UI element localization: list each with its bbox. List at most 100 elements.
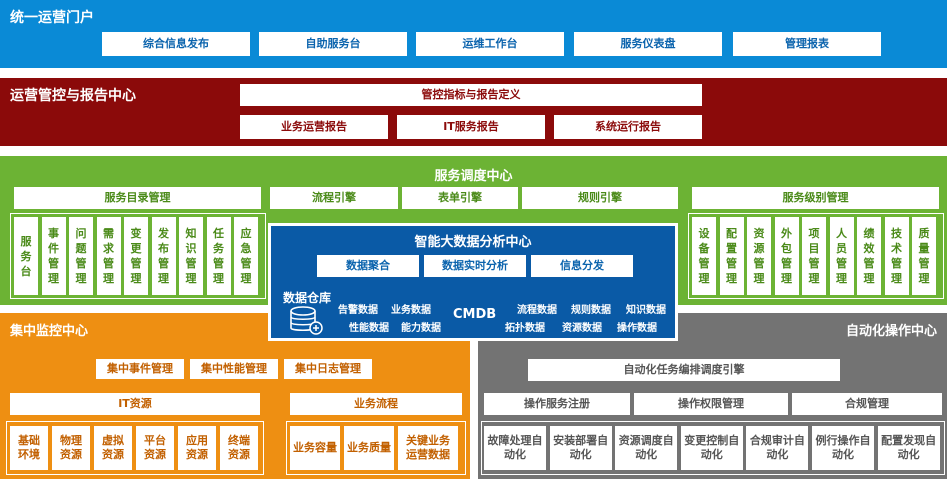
it-resource-item-3[interactable]: 平台资源 bbox=[136, 426, 174, 470]
monitor-event-mgmt[interactable]: 集中事件管理 bbox=[96, 359, 184, 379]
catalog-item-1[interactable]: 事件管理 bbox=[41, 217, 66, 295]
catalog-item-label: 应急管理 bbox=[240, 227, 252, 285]
bigdata-title: 智能大数据分析中心 bbox=[414, 235, 532, 250]
data-process: 流程数据 bbox=[517, 305, 557, 316]
bigdata-realtime[interactable]: 数据实时分析 bbox=[424, 255, 526, 277]
data-performance: 性能数据 bbox=[349, 323, 389, 334]
monitor-band: 集中监控中心 集中事件管理 集中性能管理 集中日志管理 IT资源 业务流程 基础… bbox=[0, 313, 470, 479]
catalog-item-2[interactable]: 问题管理 bbox=[69, 217, 93, 295]
it-resource-item-2[interactable]: 虚拟资源 bbox=[94, 426, 132, 470]
it-resource-item-1[interactable]: 物理资源 bbox=[52, 426, 90, 470]
automation-item-2[interactable]: 资源调度自动化 bbox=[615, 426, 678, 470]
catalog-item-7[interactable]: 任务管理 bbox=[206, 217, 231, 295]
portal-band: 统一运营门户 综合信息发布 自助服务台 运维工作台 服务仪表盘 管理报表 bbox=[0, 0, 947, 68]
engine-rule[interactable]: 规则引擎 bbox=[522, 187, 678, 209]
portal-item-news[interactable]: 综合信息发布 bbox=[102, 32, 250, 56]
catalog-item-label: 问题管理 bbox=[75, 227, 87, 285]
sla-item-label: 质量管理 bbox=[918, 227, 930, 285]
automation-compliance[interactable]: 合规管理 bbox=[792, 393, 942, 415]
report-title: 运营管控与报告中心 bbox=[10, 88, 136, 104]
catalog-item-label: 事件管理 bbox=[48, 227, 59, 285]
engine-form[interactable]: 表单引擎 bbox=[402, 187, 518, 209]
monitor-title: 集中监控中心 bbox=[10, 324, 89, 339]
automation-item-4[interactable]: 合规审计自动化 bbox=[746, 426, 809, 470]
warehouse-label: 数据仓库 bbox=[283, 291, 332, 305]
report-system[interactable]: 系统运行报告 bbox=[554, 115, 702, 139]
catalog-item-6[interactable]: 知识管理 bbox=[179, 217, 203, 295]
automation-engine[interactable]: 自动化任务编排调度引擎 bbox=[528, 359, 840, 381]
it-resource-item-0[interactable]: 基础环境 bbox=[10, 426, 48, 470]
sla-item-2[interactable]: 资源管理 bbox=[747, 217, 771, 295]
automation-item-6[interactable]: 配置发现自动化 bbox=[877, 426, 940, 470]
biz-process-item-0[interactable]: 业务容量 bbox=[290, 426, 340, 470]
service-catalog-frame bbox=[10, 213, 266, 299]
sla-item-1[interactable]: 配置管理 bbox=[719, 217, 744, 295]
monitor-perf-mgmt[interactable]: 集中性能管理 bbox=[190, 359, 278, 379]
sla-item-7[interactable]: 技术管理 bbox=[884, 217, 909, 295]
sla-item-label: 资源管理 bbox=[753, 227, 765, 285]
data-alarm: 告警数据 bbox=[338, 305, 378, 316]
biz-process-item-1[interactable]: 业务质量 bbox=[344, 426, 394, 470]
automation-items-frame bbox=[481, 421, 945, 475]
data-topology: 拓扑数据 bbox=[505, 323, 545, 334]
automation-item-5[interactable]: 例行操作自动化 bbox=[812, 426, 874, 470]
catalog-item-3[interactable]: 需求管理 bbox=[96, 217, 121, 295]
report-definition[interactable]: 管控指标与报告定义 bbox=[240, 84, 702, 106]
it-resource-item-4[interactable]: 应用资源 bbox=[178, 426, 216, 470]
portal-item-dashboard[interactable]: 服务仪表盘 bbox=[574, 32, 722, 56]
cmdb-label: CMDB bbox=[453, 307, 497, 322]
biz-process-item-2[interactable]: 关键业务运营数据 bbox=[398, 426, 458, 470]
data-rule: 规则数据 bbox=[571, 305, 611, 316]
sla-item-3[interactable]: 外包管理 bbox=[774, 217, 799, 295]
monitor-log-mgmt[interactable]: 集中日志管理 bbox=[284, 359, 372, 379]
report-it-service[interactable]: IT服务报告 bbox=[397, 115, 545, 139]
catalog-item-label: 发布管理 bbox=[158, 227, 169, 285]
catalog-item-5[interactable]: 发布管理 bbox=[151, 217, 176, 295]
catalog-item-0[interactable]: 服务台 bbox=[14, 217, 38, 295]
data-business: 业务数据 bbox=[391, 305, 431, 316]
service-catalog-title[interactable]: 服务目录管理 bbox=[14, 187, 261, 209]
automation-op-register[interactable]: 操作服务注册 bbox=[484, 393, 630, 415]
catalog-item-4[interactable]: 变更管理 bbox=[124, 217, 148, 295]
data-resource: 资源数据 bbox=[562, 323, 602, 334]
report-band: 运营管控与报告中心 管控指标与报告定义 业务运营报告 IT服务报告 系统运行报告 bbox=[0, 78, 947, 146]
sla-item-8[interactable]: 质量管理 bbox=[912, 217, 936, 295]
sla-title[interactable]: 服务级别管理 bbox=[692, 187, 939, 209]
biz-process-title[interactable]: 业务流程 bbox=[290, 393, 462, 415]
catalog-item-label: 知识管理 bbox=[185, 227, 197, 285]
data-knowledge: 知识数据 bbox=[626, 305, 666, 316]
engine-process[interactable]: 流程引擎 bbox=[270, 187, 398, 209]
automation-band: 自动化操作中心 自动化任务编排调度引擎 操作服务注册 操作权限管理 合规管理 故… bbox=[478, 313, 947, 479]
automation-item-3[interactable]: 变更控制自动化 bbox=[680, 426, 743, 470]
catalog-item-label: 变更管理 bbox=[130, 227, 142, 285]
it-resource-title[interactable]: IT资源 bbox=[10, 393, 260, 415]
portal-item-workbench[interactable]: 运维工作台 bbox=[416, 32, 564, 56]
sla-item-5[interactable]: 人员管理 bbox=[829, 217, 854, 295]
sla-item-6[interactable]: 绩效管理 bbox=[857, 217, 881, 295]
catalog-item-8[interactable]: 应急管理 bbox=[234, 217, 258, 295]
sla-item-4[interactable]: 项目管理 bbox=[802, 217, 826, 295]
it-resource-item-5[interactable]: 终端资源 bbox=[220, 426, 258, 470]
sla-item-0[interactable]: 设备管理 bbox=[692, 217, 716, 295]
automation-item-1[interactable]: 安装部署自动化 bbox=[549, 426, 612, 470]
it-resource-frame bbox=[6, 421, 264, 475]
sla-item-label: 绩效管理 bbox=[863, 227, 875, 285]
automation-item-0[interactable]: 故障处理自动化 bbox=[484, 426, 546, 470]
sla-item-label: 配置管理 bbox=[726, 227, 737, 285]
bigdata-aggregation[interactable]: 数据聚合 bbox=[317, 255, 419, 277]
catalog-item-label: 需求管理 bbox=[103, 227, 114, 285]
bigdata-distribution[interactable]: 信息分发 bbox=[531, 255, 633, 277]
data-capacity: 能力数据 bbox=[401, 323, 441, 334]
report-business[interactable]: 业务运营报告 bbox=[240, 115, 388, 139]
service-title: 服务调度中心 bbox=[434, 169, 513, 184]
sla-item-label: 人员管理 bbox=[836, 227, 847, 285]
portal-item-reports[interactable]: 管理报表 bbox=[733, 32, 881, 56]
sla-item-label: 项目管理 bbox=[808, 227, 820, 285]
biz-process-frame bbox=[286, 421, 466, 475]
database-icon bbox=[290, 306, 323, 335]
data-operation: 操作数据 bbox=[617, 323, 657, 334]
sla-item-label: 设备管理 bbox=[698, 227, 710, 285]
portal-item-selfservice[interactable]: 自助服务台 bbox=[259, 32, 407, 56]
sla-item-label: 技术管理 bbox=[891, 227, 902, 285]
automation-op-permission[interactable]: 操作权限管理 bbox=[634, 393, 788, 415]
